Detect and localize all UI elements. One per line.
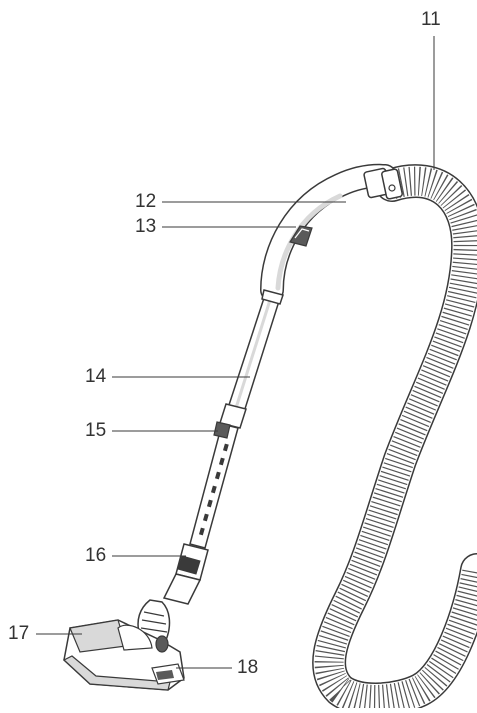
floor-nozzle bbox=[62, 599, 185, 691]
telescopic-tube bbox=[189, 289, 284, 549]
callout-label-18: 18 bbox=[237, 657, 259, 678]
callout-label-16: 16 bbox=[85, 545, 107, 566]
callout-label-14: 14 bbox=[85, 366, 107, 387]
callout-label-17: 17 bbox=[8, 623, 30, 644]
callout-label-13: 13 bbox=[135, 216, 157, 237]
callout-label-11: 11 bbox=[421, 9, 441, 30]
adjustment-holes bbox=[198, 443, 229, 536]
hose-handle bbox=[260, 163, 403, 302]
callout-label-15: 15 bbox=[85, 420, 107, 441]
leader-lines bbox=[36, 36, 435, 669]
flexible-hose bbox=[312, 164, 477, 713]
callout-label-12: 12 bbox=[135, 191, 157, 212]
tube-connector bbox=[162, 543, 209, 605]
